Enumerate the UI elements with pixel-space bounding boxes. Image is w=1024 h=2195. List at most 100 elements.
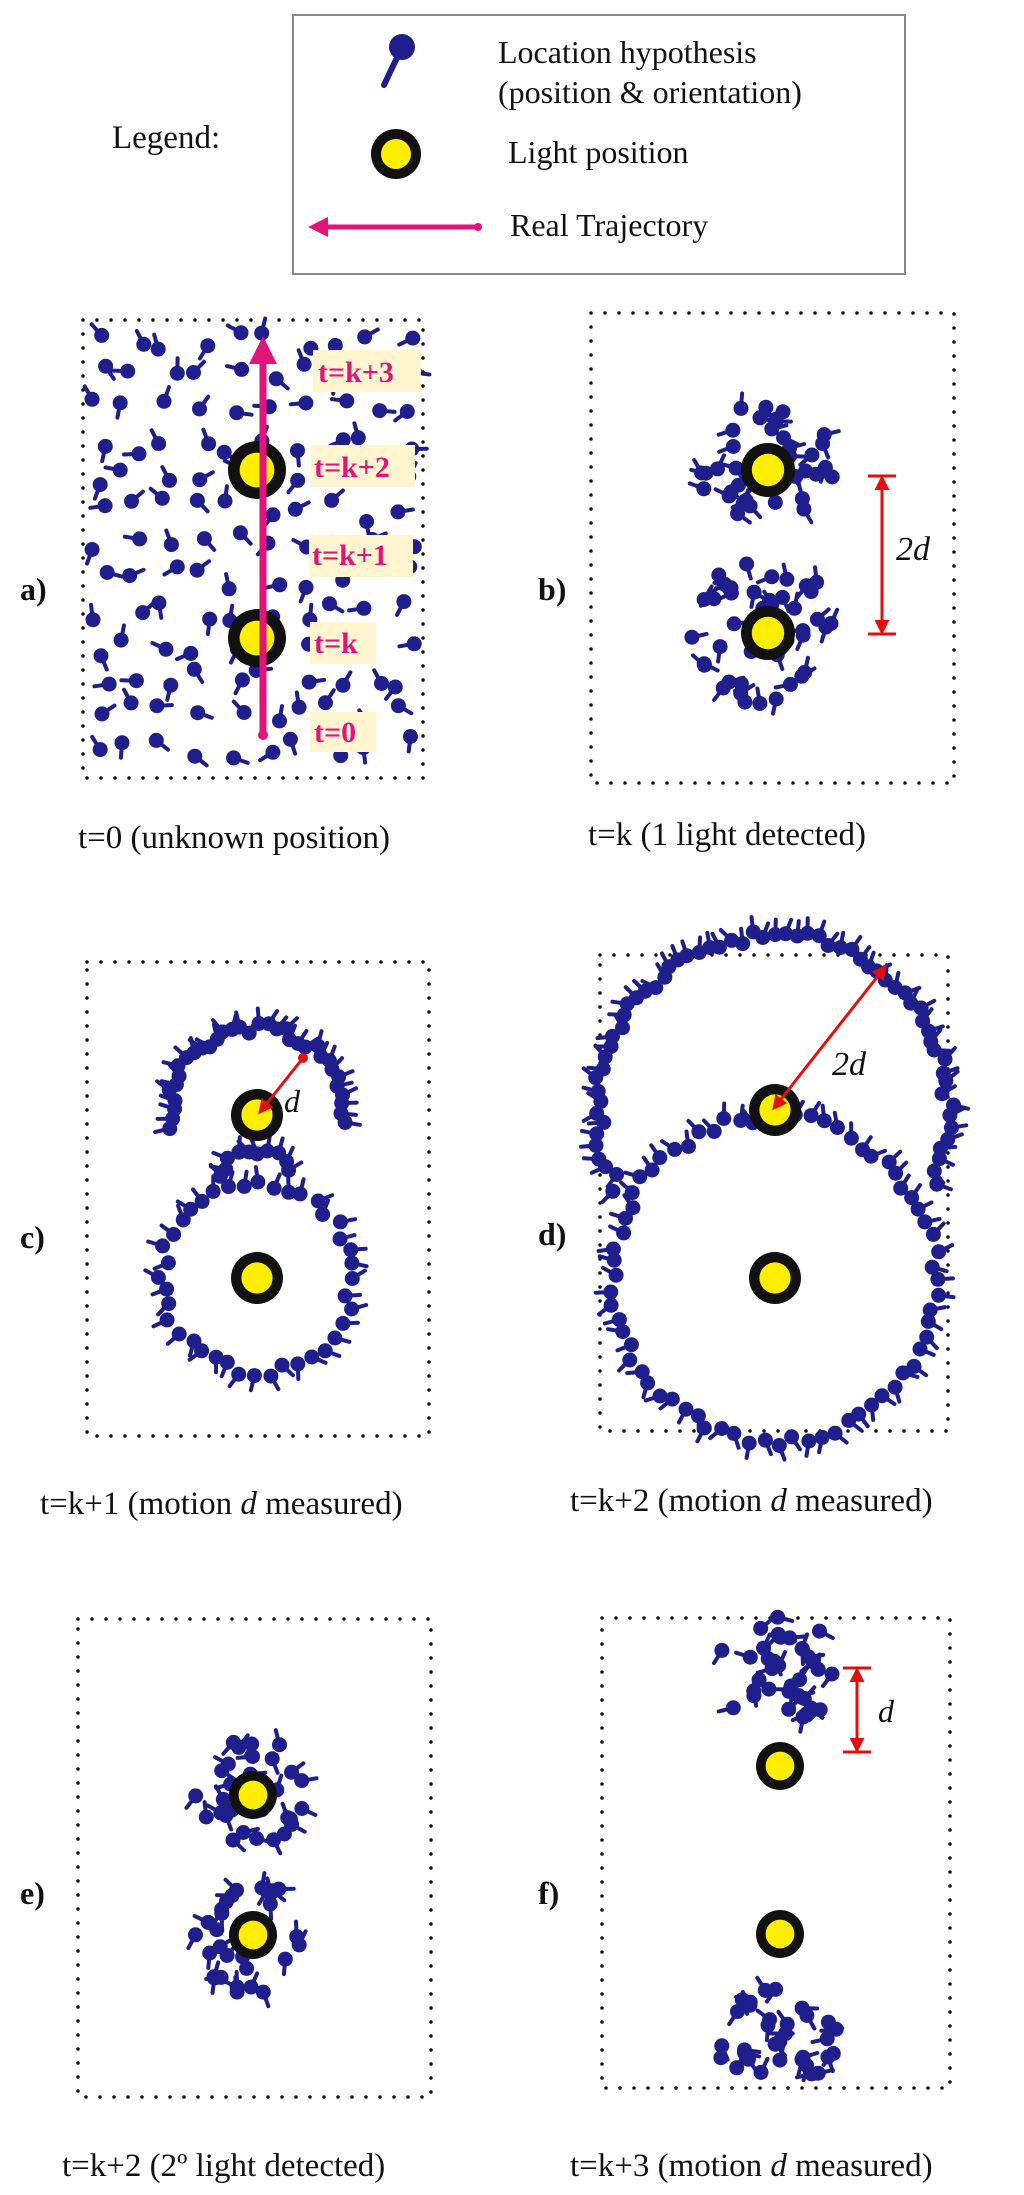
location-hypothesis	[931, 1287, 956, 1303]
location-hypothesis	[771, 1650, 788, 1673]
location-hypothesis	[304, 1349, 328, 1365]
location-hypothesis	[658, 1391, 680, 1411]
location-hypothesis	[816, 1103, 832, 1129]
location-hypothesis	[315, 1198, 331, 1222]
location-hypothesis	[219, 1354, 235, 1379]
location-hypothesis	[713, 487, 737, 504]
legend-title: Legend:	[112, 120, 220, 156]
location-hypothesis	[687, 481, 712, 497]
location-hypothesis	[796, 501, 814, 525]
location-hypothesis	[214, 1784, 231, 1807]
light-position	[741, 606, 795, 660]
location-hypothesis	[186, 1927, 203, 1950]
location-hypothesis	[281, 1175, 297, 1200]
location-hypothesis	[597, 1297, 619, 1317]
location-hypothesis	[753, 2056, 770, 2080]
location-hypothesis	[344, 1301, 369, 1317]
location-hypothesis	[742, 498, 763, 520]
location-hypothesis	[205, 1174, 221, 1199]
location-hypothesis	[717, 439, 741, 454]
location-hypothesis	[597, 1252, 622, 1268]
location-hypothesis	[910, 1200, 934, 1217]
location-hypothesis	[357, 327, 380, 345]
location-hypothesis	[264, 1751, 280, 1775]
location-hypothesis	[692, 458, 710, 481]
location-hypothesis	[622, 1193, 641, 1216]
location-hypothesis	[753, 1617, 775, 1636]
location-hypothesis	[135, 600, 157, 621]
location-hypothesis	[727, 2004, 745, 2027]
location-hypothesis	[287, 500, 311, 517]
location-hypothesis	[296, 348, 312, 372]
location-hypothesis	[640, 979, 664, 996]
location-hypothesis	[99, 565, 124, 580]
location-hypothesis	[281, 1160, 304, 1178]
location-hypothesis	[906, 1358, 929, 1378]
location-hypothesis	[148, 486, 170, 506]
location-hypothesis	[752, 686, 768, 711]
frame-b	[589, 311, 956, 785]
location-hypothesis	[794, 1641, 810, 1666]
location-hypothesis	[721, 674, 746, 690]
location-hypothesis	[812, 1623, 835, 1640]
location-hypothesis	[169, 356, 185, 381]
panel-d-measure-label: 2d	[832, 1046, 867, 1083]
location-hypothesis	[97, 438, 113, 464]
location-hypothesis	[282, 731, 298, 756]
location-hypothesis	[684, 629, 709, 645]
location-hypothesis	[735, 926, 751, 952]
panel-f-measure-label: d	[878, 1693, 895, 1729]
location-hypothesis	[151, 1312, 175, 1329]
panel-b-caption: t=k (1 light detected)	[588, 817, 866, 853]
location-hypothesis	[235, 1825, 260, 1840]
location-hypothesis	[733, 1103, 749, 1128]
location-hypothesis	[98, 358, 116, 381]
location-hypothesis	[929, 1176, 953, 1192]
location-hypothesis	[390, 504, 415, 520]
location-hypothesis	[619, 1180, 640, 1201]
location-hypothesis	[350, 421, 366, 446]
location-hypothesis	[710, 931, 727, 955]
location-hypothesis	[284, 1761, 306, 1780]
legend-hypothesis-line2: (position & orientation)	[498, 74, 802, 110]
panel-b-label: b)	[538, 571, 566, 607]
location-hypothesis	[150, 640, 174, 657]
panel-a-caption: t=0 (unknown position)	[78, 820, 390, 856]
location-hypothesis	[617, 1352, 638, 1373]
particles-f	[712, 1609, 845, 2083]
location-hypothesis	[821, 2046, 841, 2067]
location-hypothesis	[660, 1139, 683, 1157]
location-hypothesis	[930, 1271, 955, 1287]
light-position	[228, 441, 286, 499]
panel-c-caption: t=k+1 (motion d measured)	[40, 1486, 403, 1522]
legend: Legend: Location hypothesis (position & …	[112, 14, 906, 275]
location-hypothesis	[798, 447, 820, 467]
location-hypothesis	[122, 531, 148, 547]
location-hypothesis	[937, 1046, 957, 1067]
location-hypothesis	[85, 602, 101, 628]
location-hypothesis	[134, 329, 152, 352]
location-hypothesis	[317, 1343, 342, 1359]
location-hypothesis	[92, 477, 108, 501]
location-hypothesis	[924, 1259, 949, 1275]
location-hypothesis	[397, 636, 422, 652]
location-hypothesis	[393, 404, 415, 423]
location-hypothesis	[192, 1914, 216, 1930]
location-hypothesis	[156, 1296, 177, 1317]
location-hypothesis	[124, 489, 145, 509]
panel-f-measure: d	[843, 1666, 895, 1754]
location-hypothesis	[841, 1412, 863, 1432]
location-hypothesis	[708, 1421, 730, 1441]
location-hypothesis	[263, 1368, 281, 1392]
location-hypothesis	[844, 935, 863, 957]
location-hypothesis	[755, 569, 780, 585]
location-hypothesis	[175, 645, 199, 662]
location-hypothesis	[390, 698, 414, 716]
location-hypothesis	[159, 1223, 182, 1242]
location-hypothesis	[613, 1012, 630, 1036]
location-hypothesis	[255, 1984, 271, 2009]
location-hypothesis	[581, 1083, 606, 1099]
location-hypothesis	[643, 1388, 668, 1404]
location-hypothesis	[149, 698, 174, 714]
location-hypothesis	[931, 1243, 955, 1260]
